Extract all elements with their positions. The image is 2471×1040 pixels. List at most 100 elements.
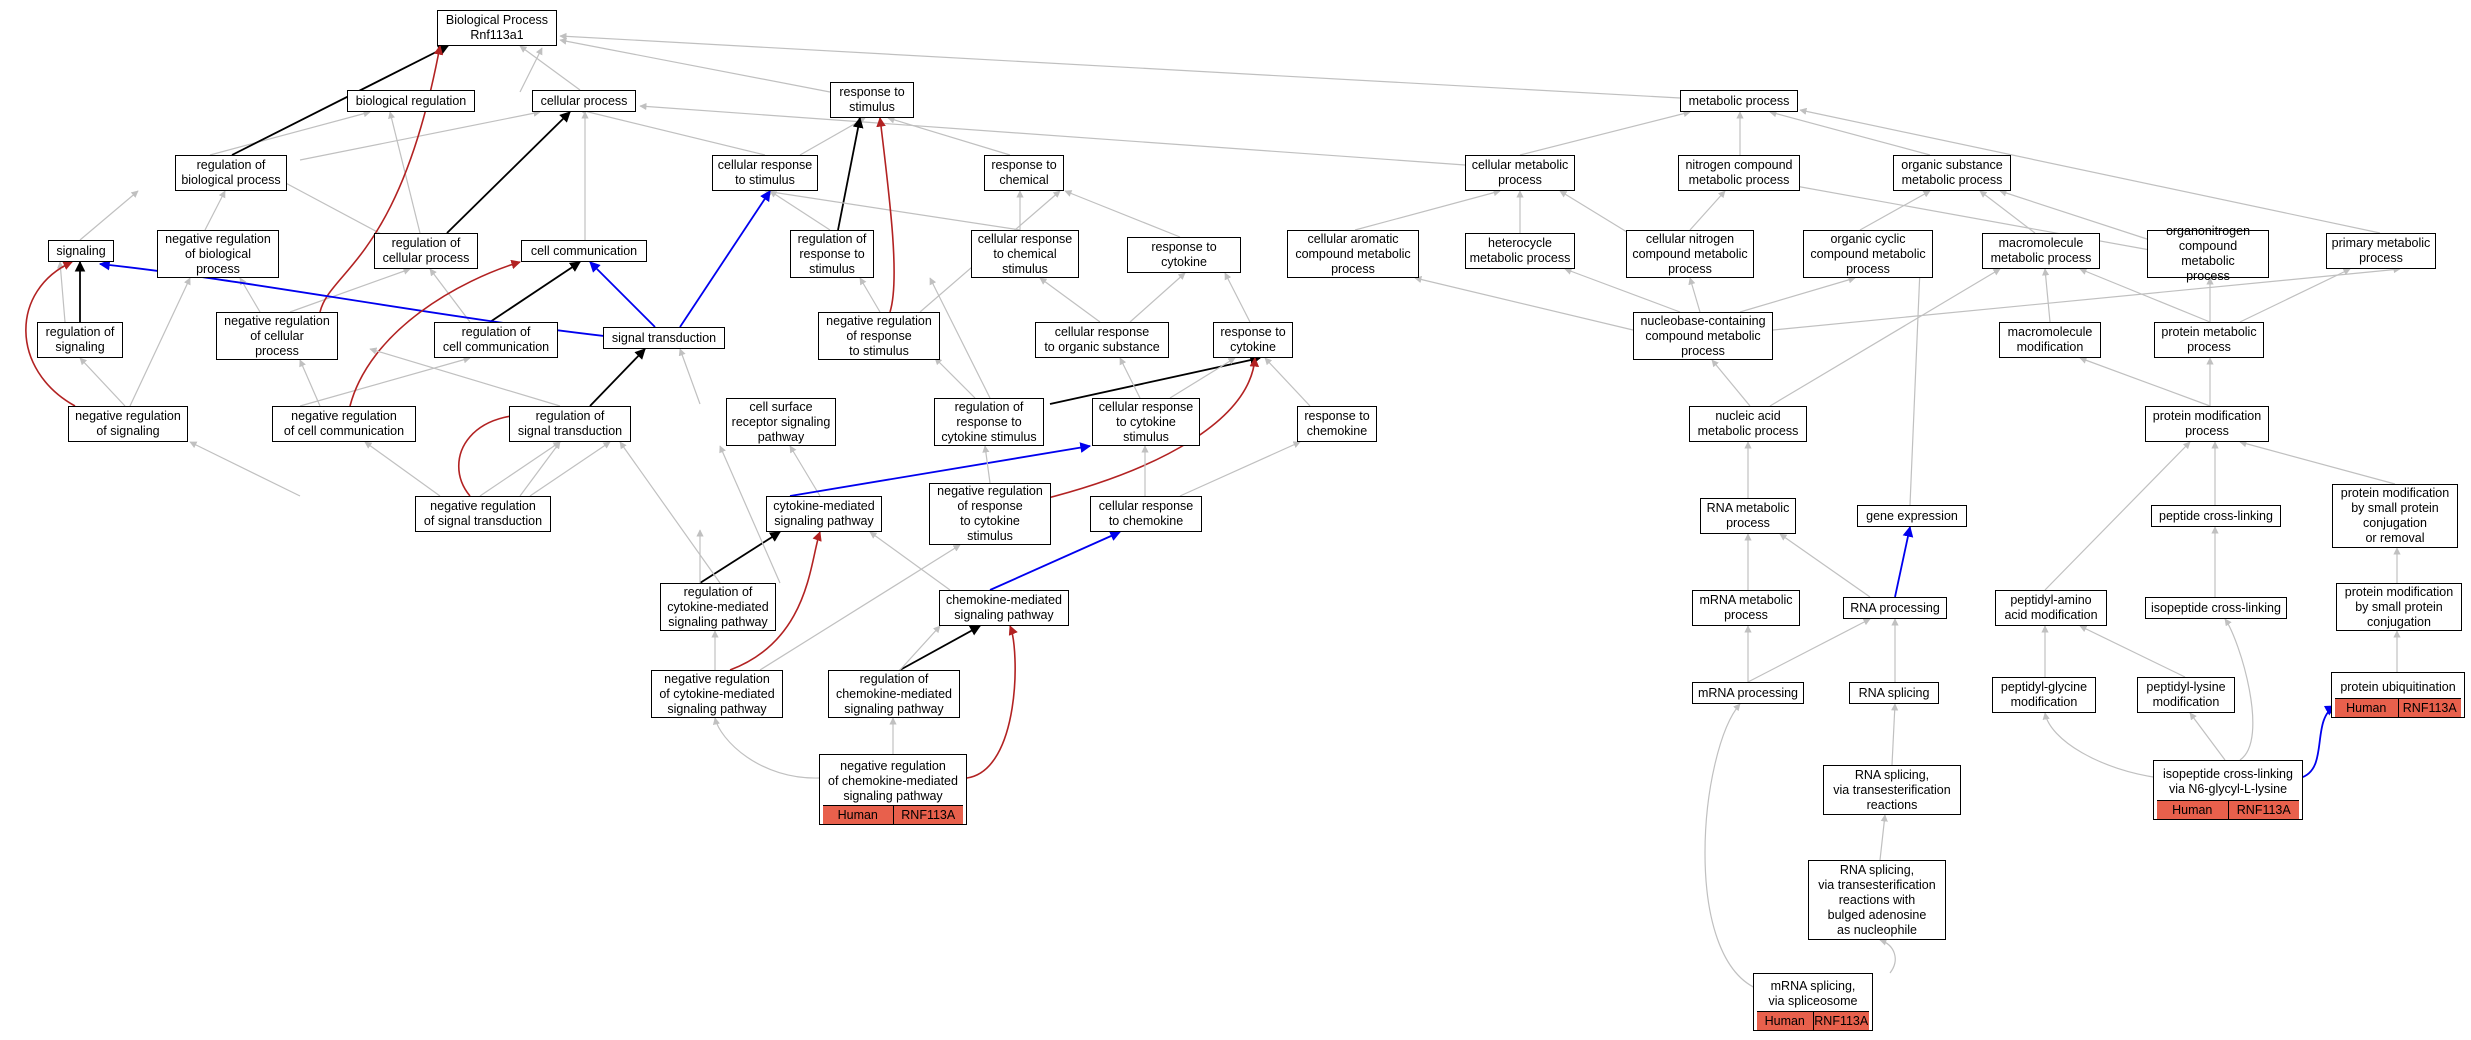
node-organic-substance-metabolic-process[interactable]: organic substance metabolic process	[1893, 155, 2011, 191]
edge-24	[1064, 190, 1181, 238]
node-negative-regulation-of-cellular-process[interactable]: negative regulation of cellular process	[216, 312, 338, 360]
node-protein-metabolic-process[interactable]: protein metabolic process	[2154, 322, 2264, 358]
node-label: metabolic process	[1688, 93, 1790, 108]
edge-111	[1747, 618, 1871, 683]
node-isopeptide-cross-linking[interactable]: isopeptide cross-linking	[2145, 597, 2287, 619]
node-chemokine-mediated-signaling-pathway[interactable]: chemokine-mediated signaling pathway	[939, 590, 1069, 626]
edge-17	[279, 179, 386, 237]
edge-115	[2079, 625, 2186, 678]
edge-96	[619, 441, 721, 584]
node-root[interactable]: Biological Process Rnf113a1	[437, 10, 557, 46]
node-mrna-metabolic-process[interactable]: mRNA metabolic process	[1692, 590, 1800, 626]
node-signal-transduction[interactable]: signal transduction	[603, 327, 725, 349]
node-cellular-nitrogen-compound-metabolic-process[interactable]: cellular nitrogen compound metabolic pro…	[1626, 230, 1754, 278]
node-gene-expression[interactable]: gene expression	[1857, 505, 1967, 527]
node-nucleobase-containing-compound-metabolic-process[interactable]: nucleobase-containing compound metabolic…	[1633, 312, 1773, 360]
node-regulation-of-signaling[interactable]: regulation of signaling	[37, 322, 123, 358]
node-regulation-of-response-to-stimulus[interactable]: regulation of response to stimulus	[790, 230, 874, 278]
node-cellular-response-to-stimulus[interactable]: cellular response to stimulus	[712, 155, 818, 191]
edge-10	[639, 102, 1466, 166]
node-label: RNA metabolic process	[1706, 501, 1790, 530]
node-cell-surface-receptor-signaling-pathway[interactable]: cell surface receptor signaling pathway	[726, 398, 836, 446]
node-negative-regulation-of-cell-communication[interactable]: negative regulation of cell communicatio…	[272, 406, 416, 442]
node-biological-regulation[interactable]: biological regulation	[347, 90, 475, 112]
node-isopeptide-cross-linking-via-n6-glycyl-l-lysine[interactable]: isopeptide cross-linking via N6-glycyl-L…	[2153, 760, 2303, 820]
node-regulation-of-cytokine-mediated-signaling-pathway[interactable]: regulation of cytokine-mediated signalin…	[660, 583, 776, 631]
node-cytokine-mediated-signaling-pathway[interactable]: cytokine-mediated signaling pathway	[766, 496, 882, 532]
node-signaling[interactable]: signaling	[48, 240, 114, 262]
edge-20	[769, 190, 831, 231]
node-protein-modification-process[interactable]: protein modification process	[2145, 406, 2269, 442]
edge-123	[2299, 705, 2336, 779]
node-nitrogen-compound-metabolic-process[interactable]: nitrogen compound metabolic process	[1678, 155, 1800, 191]
node-cell-communication[interactable]: cell communication	[521, 240, 647, 262]
node-response-to-cytokine[interactable]: response to cytokine	[1213, 322, 1293, 358]
node-response-to-chemical[interactable]: response to chemical	[984, 155, 1064, 191]
edge-66	[589, 348, 646, 407]
node-negative-regulation-of-cytokine-mediated-signaling-pathway[interactable]: negative regulation of cytokine-mediated…	[651, 670, 783, 718]
node-nucleic-acid-metabolic-process[interactable]: nucleic acid metabolic process	[1689, 406, 1807, 442]
node-cellular-response-to-chemokine[interactable]: cellular response to chemokine	[1090, 496, 1202, 532]
node-response-to-chemokine[interactable]: response to chemokine	[1297, 406, 1377, 442]
edge-127	[1704, 703, 1761, 991]
node-organonitrogen-compound-metabolic-process[interactable]: organonitrogen compound metabolic proces…	[2147, 224, 2269, 283]
node-negative-regulation-of-signaling[interactable]: negative regulation of signaling	[68, 406, 188, 442]
node-cellular-process[interactable]: cellular process	[532, 90, 636, 112]
edge-55	[2042, 268, 2051, 323]
edge-102	[1894, 525, 1914, 598]
node-primary-metabolic-process[interactable]: primary metabolic process	[2326, 233, 2436, 269]
edge-84	[789, 442, 1092, 497]
node-rna-metabolic-process[interactable]: RNA metabolic process	[1700, 498, 1796, 534]
node-cellular-aromatic-compound-metabolic-process[interactable]: cellular aromatic compound metabolic pro…	[1287, 230, 1419, 278]
edge-30	[1979, 190, 2036, 234]
edge-4	[209, 110, 371, 156]
edge-88	[1179, 441, 1301, 497]
node-negative-regulation-of-signal-transduction[interactable]: negative regulation of signal transducti…	[415, 496, 551, 532]
node-metabolic-process[interactable]: metabolic process	[1680, 90, 1798, 112]
node-rna-splicing[interactable]: RNA splicing	[1849, 682, 1939, 704]
node-regulation-of-biological-process[interactable]: regulation of biological process	[175, 155, 287, 191]
node-negative-regulation-of-chemokine-mediated-signaling-pathway[interactable]: negative regulation of chemokine-mediate…	[819, 754, 967, 825]
node-rna-processing[interactable]: RNA processing	[1843, 597, 1947, 619]
node-mrna-processing[interactable]: mRNA processing	[1692, 682, 1804, 704]
node-regulation-of-cell-communication[interactable]: regulation of cell communication	[434, 322, 558, 358]
node-cellular-response-to-chemical-stimulus[interactable]: cellular response to chemical stimulus	[971, 230, 1079, 278]
node-negative-regulation-of-biological-process[interactable]: negative regulation of biological proces…	[157, 230, 279, 278]
node-protein-modification-by-small-protein-conjugation-or-removal[interactable]: protein modification by small protein co…	[2332, 484, 2458, 548]
edge-50	[1414, 276, 1634, 331]
edge-51	[1564, 267, 1681, 313]
node-cellular-response-to-cytokine-stimulus[interactable]: cellular response to cytokine stimulus	[1092, 398, 1200, 446]
node-protein-modification-by-small-protein-conjugation[interactable]: protein modification by small protein co…	[2336, 583, 2462, 631]
node-label: cellular aromatic compound metabolic pro…	[1295, 231, 1411, 276]
node-regulation-of-response-to-cytokine-stimulus[interactable]: regulation of response to cytokine stimu…	[934, 398, 1044, 446]
edge-92	[2239, 440, 2396, 485]
node-regulation-of-signal-transduction[interactable]: regulation of signal transduction	[509, 406, 631, 442]
node-response-to-cytokine-top[interactable]: response to cytokine	[1127, 237, 1241, 273]
edge-79	[479, 441, 561, 497]
edge-108	[759, 544, 961, 671]
node-macromolecule-modification[interactable]: macromolecule modification	[1999, 322, 2101, 358]
node-response-to-stimulus[interactable]: response to stimulus	[830, 82, 914, 118]
node-peptidyl-amino-acid-modification[interactable]: peptidyl-amino acid modification	[1995, 590, 2107, 626]
edge-11	[1519, 110, 1691, 156]
node-macromolecule-metabolic-process[interactable]: macromolecule metabolic process	[1982, 233, 2100, 269]
edge-49	[876, 117, 895, 313]
node-heterocycle-metabolic-process[interactable]: heterocycle metabolic process	[1465, 233, 1575, 269]
node-regulation-of-cellular-process[interactable]: regulation of cellular process	[374, 233, 478, 269]
node-peptidyl-glycine-modification[interactable]: peptidyl-glycine modification	[1992, 677, 2096, 713]
node-rna-splicing-via-transesterification-reactions[interactable]: RNA splicing, via transesterification re…	[1823, 765, 1961, 815]
node-rna-splicing-via-transesterification-bulged-adenosine[interactable]: RNA splicing, via transesterification re…	[1808, 860, 1946, 940]
node-label: regulation of cellular process	[382, 236, 470, 265]
node-peptidyl-lysine-modification[interactable]: peptidyl-lysine modification	[2137, 677, 2235, 713]
node-negative-regulation-of-response-to-cytokine-stimulus[interactable]: negative regulation of response to cytok…	[929, 483, 1051, 545]
node-cellular-response-to-organic-substance[interactable]: cellular response to organic substance	[1035, 322, 1169, 358]
node-negative-regulation-of-response-to-stimulus[interactable]: negative regulation of response to stimu…	[818, 312, 940, 360]
node-peptide-cross-linking[interactable]: peptide cross-linking	[2151, 505, 2281, 527]
node-cellular-metabolic-process[interactable]: cellular metabolic process	[1465, 155, 1575, 191]
node-regulation-of-chemokine-mediated-signaling-pathway[interactable]: regulation of chemokine-mediated signali…	[828, 670, 960, 718]
edge-19	[446, 111, 571, 234]
node-organic-cyclic-compound-metabolic-process[interactable]: organic cyclic compound metabolic proces…	[1803, 230, 1933, 278]
node-label: isopeptide cross-linking	[2151, 600, 2281, 615]
